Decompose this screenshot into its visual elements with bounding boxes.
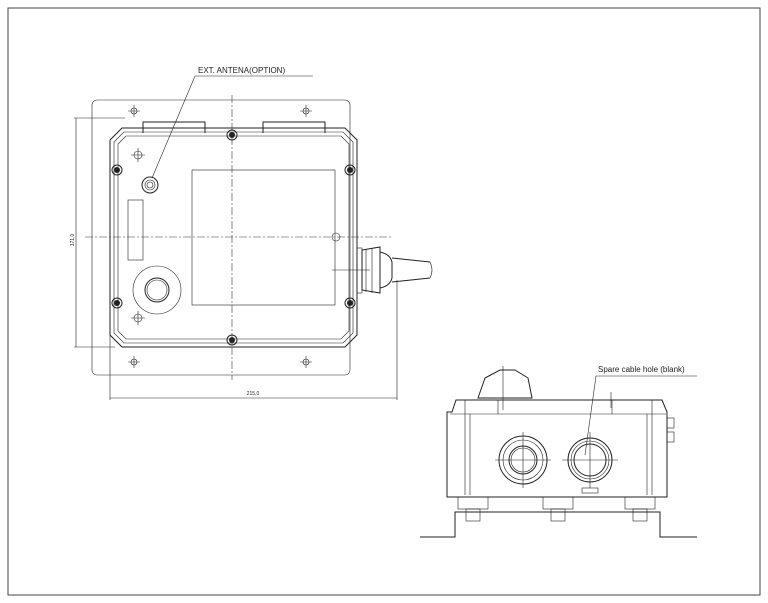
mounting-plate: [91, 99, 351, 376]
label-plate: [127, 199, 144, 261]
antenna-cap: [477, 369, 533, 399]
antenna-label: EXT. ANTENA(OPTION): [198, 66, 285, 75]
screws: [111, 129, 356, 346]
enclosure-outline: [109, 127, 358, 348]
width-dimension: 215,0: [247, 391, 260, 397]
front-view: Spare cable hole (blank): [420, 365, 697, 538]
display-window: [191, 169, 336, 306]
antenna-leader: [151, 75, 313, 179]
dimension-height: 171,0: [70, 117, 125, 348]
handle-left: [142, 121, 206, 133]
top-view: 171,0 215,0 EXT. ANTENA(OPTION): [70, 66, 433, 400]
cable-gland: [332, 246, 433, 294]
cable-hole-front: [495, 432, 551, 488]
dimension-width: 215,0: [109, 280, 398, 400]
spare-hole-leader: [584, 375, 697, 456]
mounting-holes: [128, 105, 341, 368]
cable-hole: [132, 265, 182, 315]
mounting-feet: [420, 496, 697, 538]
drawing-border: [7, 7, 761, 596]
handle-right: [262, 121, 326, 133]
enclosure-front: [446, 399, 668, 498]
spare-cable-hole: [562, 432, 618, 494]
spare-hole-label: Spare cable hole (blank): [598, 365, 685, 374]
antenna-port: [141, 176, 159, 194]
height-dimension: 171,0: [70, 234, 76, 247]
